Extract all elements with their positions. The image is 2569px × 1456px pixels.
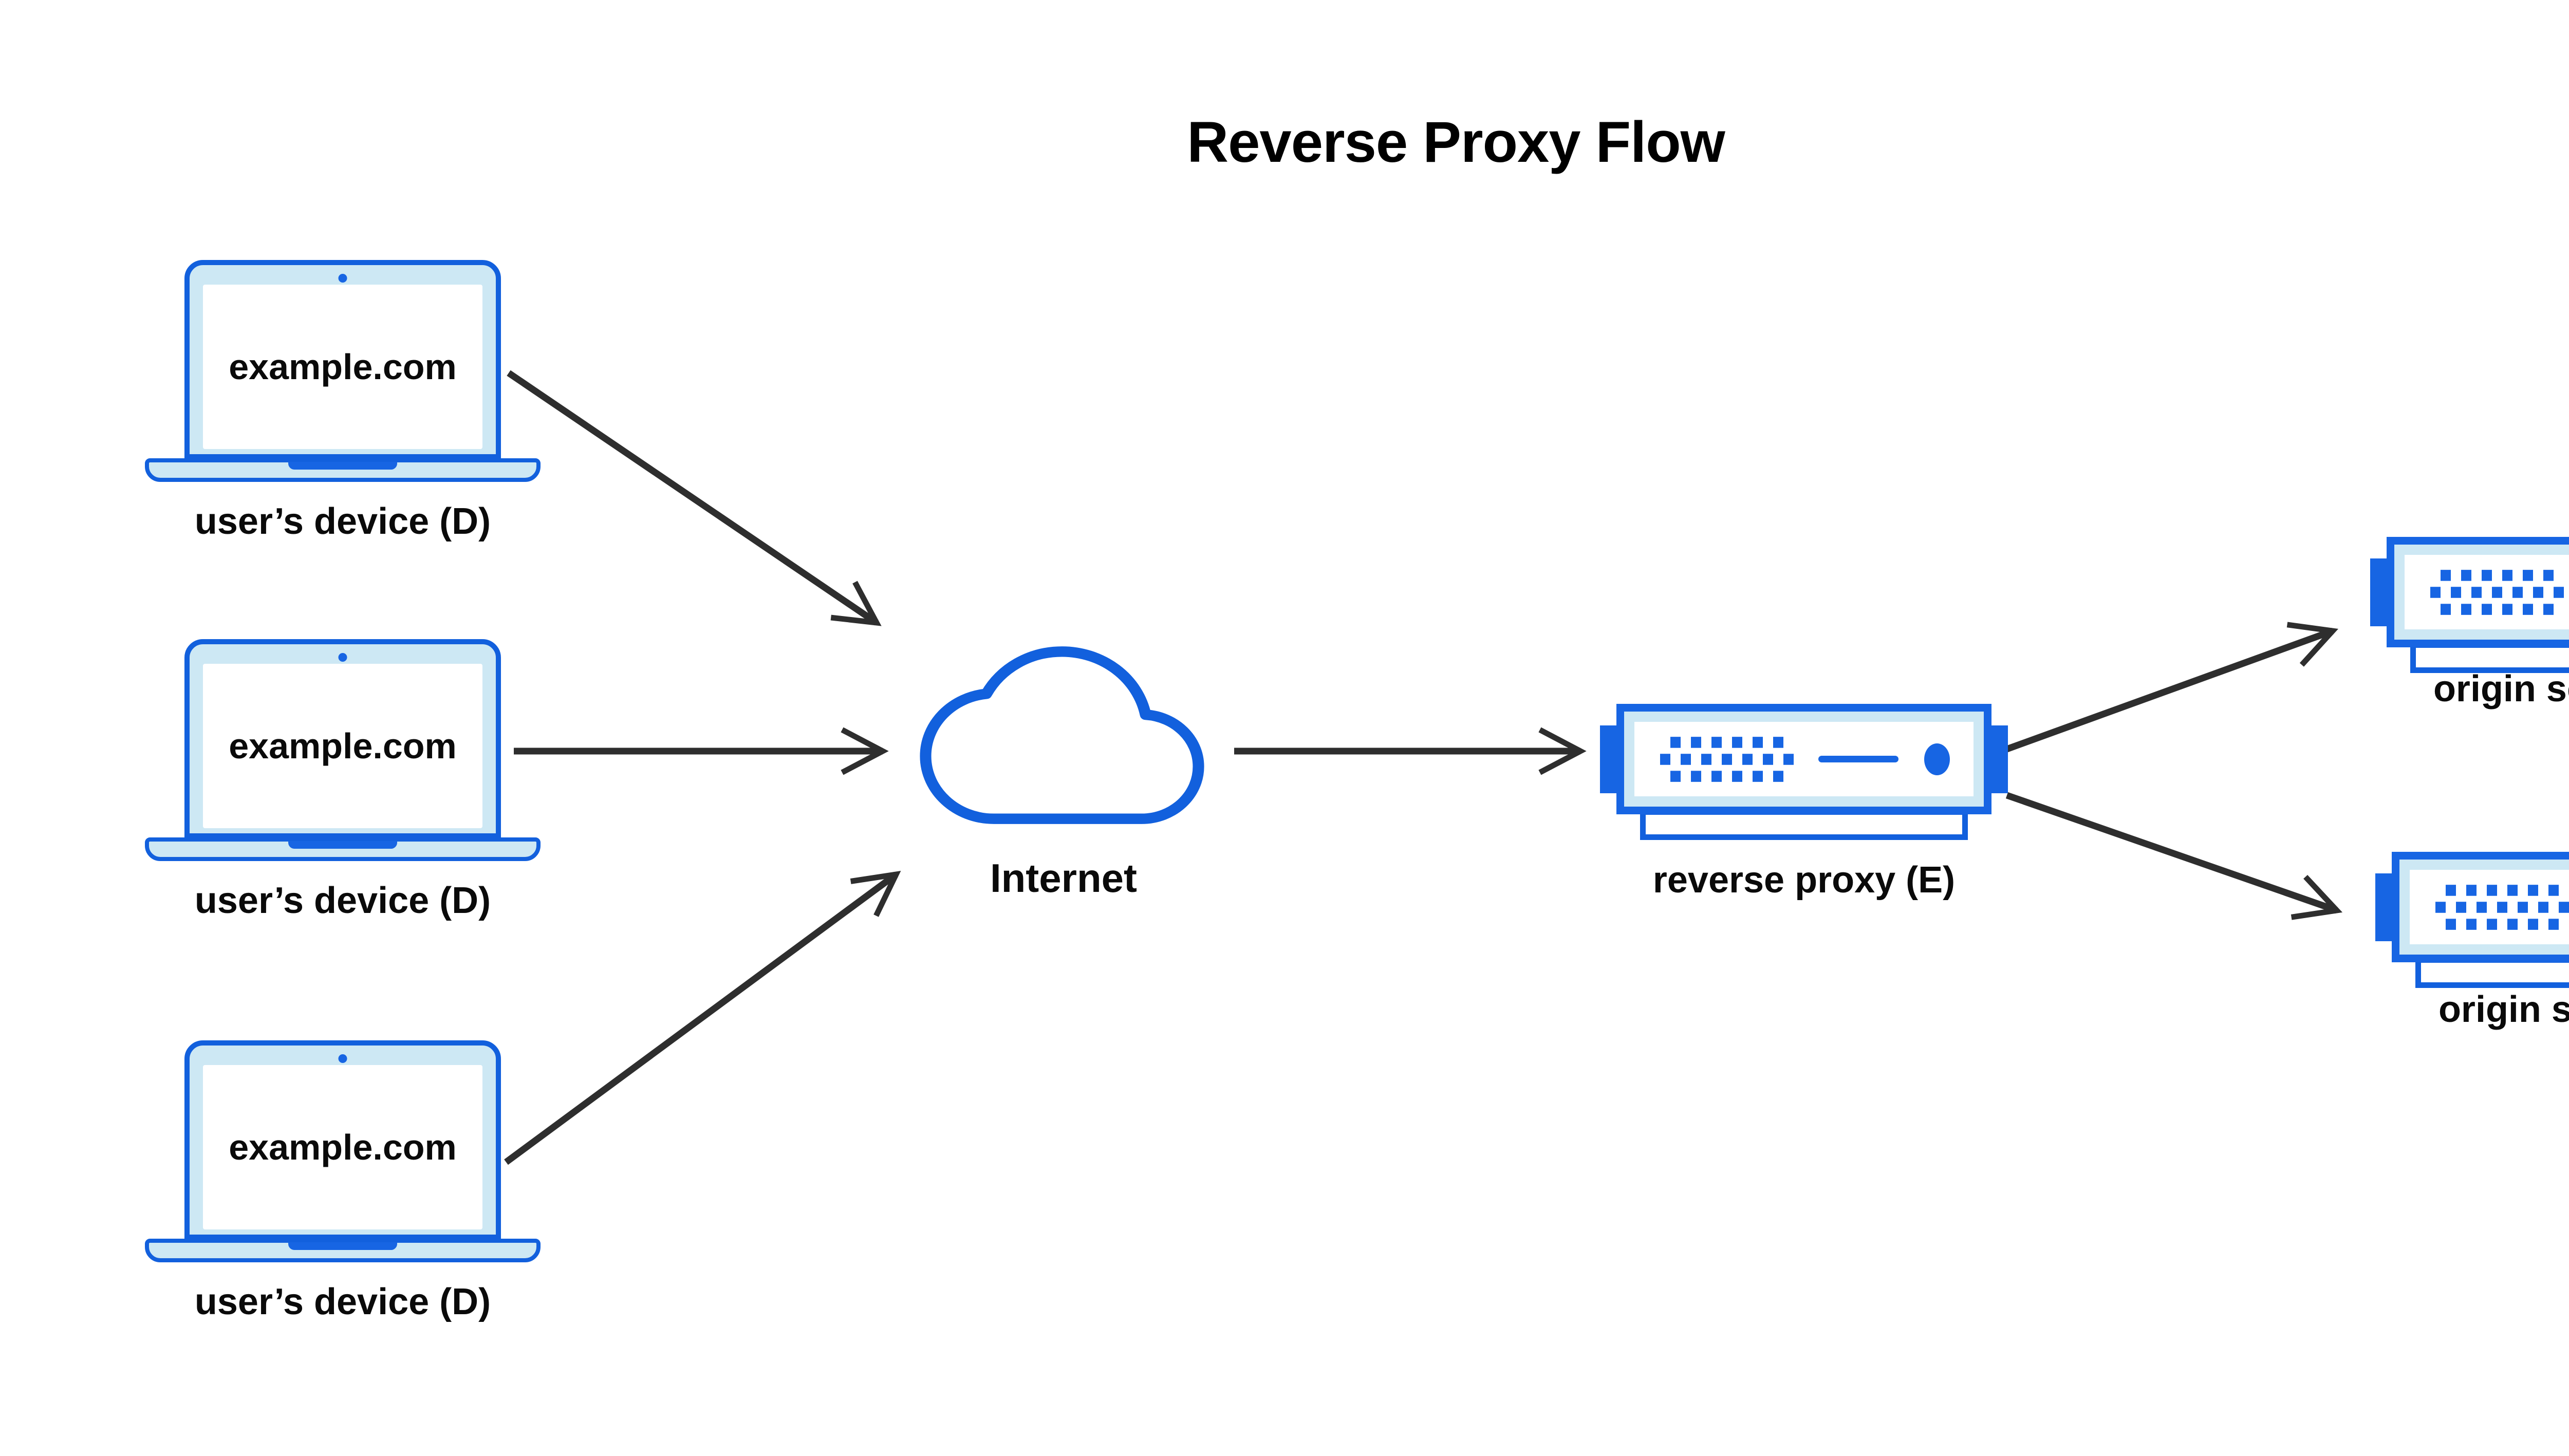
server-slot-line: [1818, 756, 1898, 762]
node-origin-server-1: [2370, 537, 2569, 673]
cloud-icon: [920, 646, 1204, 824]
node-user-device-2: example.com user’s device (D): [145, 639, 541, 922]
reverse-proxy-label: reverse proxy (E): [1652, 860, 1956, 901]
laptop-hinge-notch: [288, 1242, 397, 1250]
server-faceplate: [2410, 870, 2569, 944]
device2-label: user’s device (D): [194, 880, 491, 921]
laptop-base: [145, 458, 541, 482]
laptop-base: [145, 837, 541, 861]
webcam-dot-icon: [338, 653, 347, 662]
node-user-device-3: example.com user’s device (D): [145, 1040, 541, 1323]
laptop-hinge-notch: [288, 841, 397, 849]
server-faceplate: [1634, 722, 1974, 796]
device3-label: user’s device (D): [194, 1281, 491, 1322]
diagram-title: Reverse Proxy Flow: [1187, 110, 1725, 174]
arrow-proxy-to-origin2: [2005, 792, 2343, 920]
server-power-dot: [1924, 743, 1950, 775]
server-icon: [1616, 704, 1991, 814]
server-icon: [2387, 537, 2569, 647]
node-reverse-proxy: [1600, 704, 2008, 840]
internet-label: Internet: [990, 855, 1138, 901]
device1-label: user’s device (D): [194, 501, 491, 542]
server-vents-icon: [2435, 884, 2569, 930]
device-screen-url: example.com: [203, 664, 482, 828]
laptop-icon: example.com: [184, 639, 501, 838]
node-origin-server-2: [2375, 852, 2569, 988]
server-faceplate: [2405, 555, 2569, 629]
arrow-proxy-to-origin1: [2005, 622, 2339, 753]
laptop-base: [145, 1239, 541, 1262]
laptop-icon: example.com: [184, 1040, 501, 1240]
device-screen-url: example.com: [203, 285, 482, 449]
server-icon: [2392, 852, 2569, 962]
laptop-hinge-notch: [288, 462, 397, 470]
device-screen-url: example.com: [203, 1065, 482, 1229]
server-vents-icon: [1660, 736, 1794, 782]
server-vents-icon: [2430, 569, 2564, 615]
origin-server-2-label: origin server (F): [2438, 989, 2569, 1030]
node-internet: [918, 643, 1206, 827]
webcam-dot-icon: [338, 274, 347, 283]
arrow-device3-to-internet: [504, 871, 901, 1165]
laptop-icon: example.com: [184, 260, 501, 459]
arrow-device1-to-internet: [507, 370, 882, 626]
webcam-dot-icon: [338, 1054, 347, 1063]
origin-server-1-label: origin server (F): [2433, 668, 2569, 710]
node-user-device-1: example.com user’s device (D): [145, 260, 541, 543]
